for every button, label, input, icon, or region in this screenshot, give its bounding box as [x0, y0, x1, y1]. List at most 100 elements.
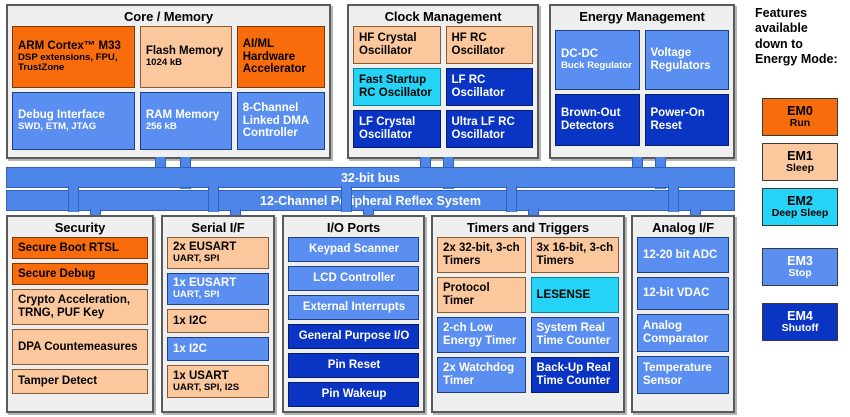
- block-label: Temperature Sensor: [643, 362, 712, 387]
- legend-name: EM3: [787, 254, 813, 269]
- block-ultra-lf-rc-oscillator: Ultra LF RC Oscillator: [445, 110, 533, 148]
- block-label: Ultra LF RC Oscillator: [451, 116, 515, 141]
- legend-sub: Deep Sleep: [771, 207, 829, 220]
- block-label: 1x I2C: [173, 342, 207, 355]
- block-protocol-timer: Protocol Timer: [437, 277, 526, 313]
- bus-stub-timers-a: [506, 186, 517, 212]
- panel-energy-management: Energy Management DC-DC Buck Regulator V…: [549, 4, 735, 159]
- block-tamper-detect: Tamper Detect: [12, 369, 148, 394]
- block-1x-eusart: 1x EUSART UART, SPI: [167, 273, 269, 305]
- block-label: System Real Time Counter: [536, 322, 611, 347]
- block-sublabel: Buck Regulator: [561, 60, 632, 72]
- legend-sub: Stop: [788, 267, 812, 280]
- block-label: 3x 16-bit, 3-ch Timers: [536, 242, 614, 267]
- block-label: Voltage Regulators: [650, 47, 711, 72]
- panel-title-energy-management: Energy Management: [579, 9, 705, 24]
- block-label: ARM Cortex™ M33: [18, 39, 121, 52]
- block-label: LF RC Oscillator: [451, 74, 505, 99]
- block-power-on-reset: Power-On Reset: [644, 94, 729, 146]
- block-keypad-scanner: Keypad Scanner: [288, 237, 419, 262]
- legend-name: EM2: [787, 194, 813, 209]
- panel-core-memory: Core / Memory ARM Cortex™ M33 DSP extens…: [6, 4, 331, 159]
- bus-stub-clock-a: [420, 157, 431, 172]
- panel-clock-management: Clock Management HF Crystal Oscillator H…: [347, 4, 539, 159]
- panel-timers-and-triggers: Timers and Triggers 2x 32-bit, 3-ch Time…: [431, 215, 625, 413]
- legend-item-em4: EM4 Shutoff: [762, 303, 838, 341]
- panel-title-analog-if: Analog I/F: [652, 220, 714, 235]
- block-backup-real-time-counter: Back-Up Real Time Counter: [530, 357, 619, 393]
- block-adc: 12-20 bit ADC: [637, 237, 729, 273]
- block-lf-rc-oscillator: LF RC Oscillator: [445, 68, 533, 106]
- block-analog-comparator: Analog Comparator: [637, 314, 729, 352]
- block-pin-reset: Pin Reset: [288, 353, 419, 378]
- block-label: Secure Boot RTSL: [18, 241, 119, 254]
- bus-stub-analog-a: [668, 186, 679, 212]
- block-label: Pin Reset: [327, 359, 381, 372]
- block-label: HF Crystal Oscillator: [359, 32, 417, 57]
- block-label: Secure Debug: [18, 267, 96, 280]
- block-label: Pin Wakeup: [321, 388, 387, 401]
- block-hf-rc-oscillator: HF RC Oscillator: [445, 26, 533, 64]
- block-external-interrupts: External Interrupts: [288, 295, 419, 320]
- legend-item-em3: EM3 Stop: [762, 248, 838, 286]
- block-ram-memory: RAM Memory 256 kB: [139, 92, 232, 150]
- block-label: 12-20 bit ADC: [643, 248, 718, 261]
- block-general-purpose-io: General Purpose I/O: [288, 324, 419, 349]
- block-dma-controller: 8-Channel Linked DMA Controller: [236, 92, 325, 150]
- block-3x-16bit-timers: 3x 16-bit, 3-ch Timers: [530, 237, 619, 273]
- bus-label: 12-Channel Peripheral Reflex System: [260, 193, 481, 208]
- block-label: 1x I2C: [173, 314, 207, 327]
- block-2x-watchdog-timer: 2x Watchdog Timer: [437, 357, 526, 393]
- block-aiml-accelerator: AI/ML Hardware Accelerator: [236, 26, 325, 88]
- panel-title-core-memory: Core / Memory: [123, 9, 213, 24]
- block-2ch-low-energy-timer: 2-ch Low Energy Timer: [437, 317, 526, 353]
- block-dcdc-buck-regulator: DC-DC Buck Regulator: [555, 30, 640, 90]
- legend-item-em1: EM1 Sleep: [762, 143, 838, 181]
- block-system-real-time-counter: System Real Time Counter: [530, 317, 619, 353]
- block-label: RAM Memory: [145, 109, 220, 122]
- block-temperature-sensor: Temperature Sensor: [637, 356, 729, 394]
- block-label: 2-ch Low Energy Timer: [443, 322, 517, 347]
- block-dpa-countermeasures: DPA Countemeasures: [12, 329, 148, 365]
- legend-sub: Sleep: [785, 162, 814, 175]
- block-label: LF Crystal Oscillator: [359, 116, 416, 141]
- block-label: Debug Interface: [18, 109, 105, 122]
- block-voltage-regulators: Voltage Regulators: [644, 30, 729, 90]
- legend-name: EM0: [787, 104, 813, 119]
- block-arm-cortex-m33: ARM Cortex™ M33 DSP extensions, FPU, Tru…: [12, 26, 135, 88]
- block-fast-startup-rc-oscillator: Fast Startup RC Oscillator: [353, 68, 441, 106]
- block-label: 2x EUSART: [173, 241, 237, 254]
- block-label: Power-On Reset: [650, 107, 705, 132]
- block-pin-wakeup: Pin Wakeup: [288, 382, 419, 407]
- block-lesense: LESENSE: [530, 277, 619, 313]
- block-label: Back-Up Real Time Counter: [536, 362, 611, 387]
- panel-security: Security Secure Boot RTSL Secure Debug C…: [6, 215, 154, 413]
- block-label: LCD Controller: [313, 272, 395, 285]
- block-sublabel: 1024 kB: [145, 57, 183, 69]
- block-label: 2x 32-bit, 3-ch Timers: [443, 242, 520, 267]
- bus-peripheral-reflex-system: 12-Channel Peripheral Reflex System: [6, 190, 735, 211]
- block-label: Tamper Detect: [18, 375, 98, 388]
- block-label: 1x EUSART: [173, 277, 237, 290]
- block-label: Analog Comparator: [643, 320, 709, 345]
- block-sublabel: UART, SPI: [173, 289, 220, 301]
- block-label: AI/ML Hardware Accelerator: [242, 37, 307, 76]
- bus-stub-energy-a: [632, 157, 643, 172]
- legend-name: EM4: [787, 309, 813, 324]
- block-label: 8-Channel Linked DMA Controller: [242, 101, 309, 140]
- bus-stub-serial-a: [208, 186, 219, 212]
- block-brown-out-detectors: Brown-Out Detectors: [555, 94, 640, 146]
- bus-32-bit: 32-bit bus: [6, 167, 735, 188]
- panel-title-io-ports: I/O Ports: [326, 220, 381, 235]
- block-label: DPA Countemeasures: [18, 340, 138, 353]
- block-label: Keypad Scanner: [308, 243, 400, 256]
- bus-stub-security-a: [68, 186, 79, 212]
- panel-analog-if: Analog I/F 12-20 bit ADC 12-bit VDAC Ana…: [631, 215, 735, 413]
- block-label: Fast Startup RC Oscillator: [359, 74, 432, 99]
- block-label: 2x Watchdog Timer: [443, 362, 515, 387]
- block-secure-debug: Secure Debug: [12, 263, 148, 285]
- panel-title-security: Security: [54, 220, 106, 235]
- block-label: Flash Memory: [145, 45, 224, 58]
- block-label: DC-DC: [561, 48, 599, 61]
